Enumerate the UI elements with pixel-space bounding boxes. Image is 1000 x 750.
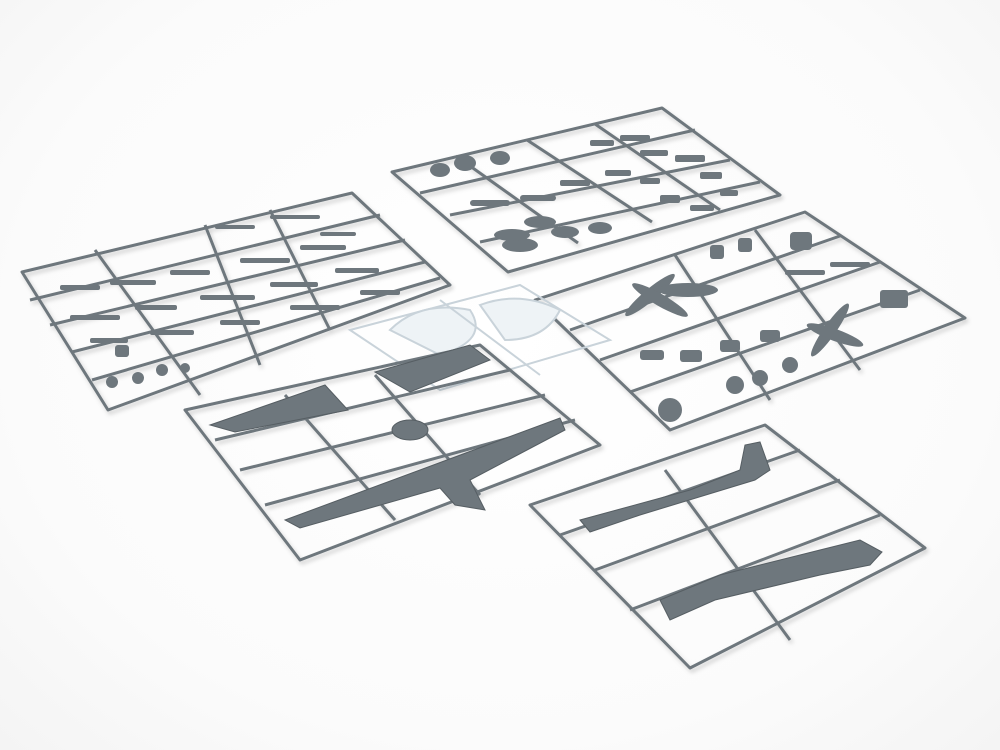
propeller-parts <box>625 232 908 422</box>
wing-parts <box>208 344 566 529</box>
clear-canopy-sprue <box>347 283 613 392</box>
small-parts-left <box>60 215 400 388</box>
small-parts-top-right <box>430 135 738 252</box>
fuselage-halves <box>579 441 883 621</box>
